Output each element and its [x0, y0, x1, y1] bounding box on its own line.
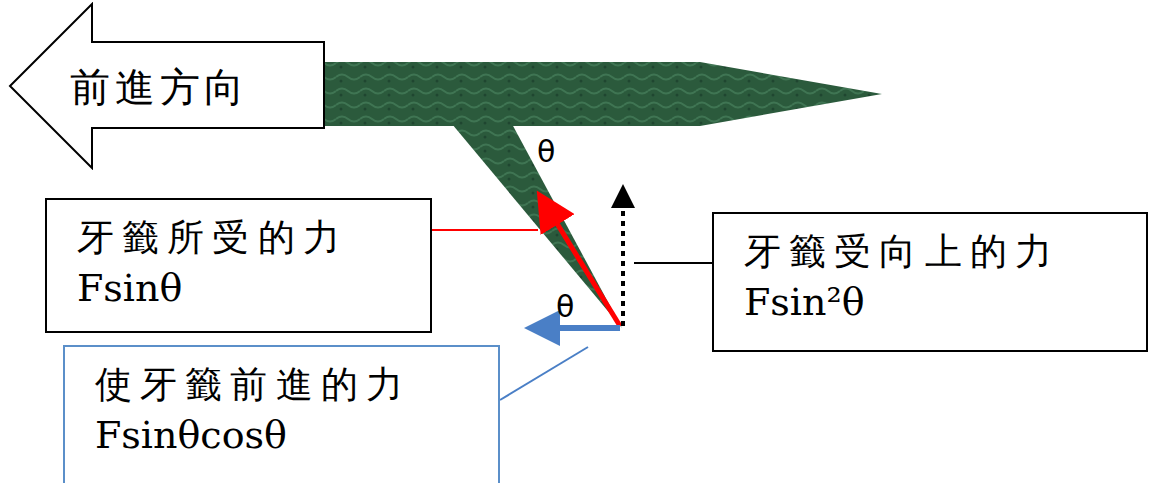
force-formula: Fsin²θ [744, 276, 1120, 329]
box-heading: 牙籤所受的力 [77, 214, 404, 262]
direction-arrow: 前進方向 [8, 2, 326, 170]
force-box: 牙籤所受的力Fsinθ [45, 198, 432, 333]
box-heading: 牙籤受向上的力 [744, 228, 1120, 276]
arrow-label: 前進方向 [70, 60, 249, 115]
angle-label: θ [537, 137, 555, 167]
upward-force-box: 牙籤受向上的力Fsin²θ [712, 212, 1148, 352]
forward-force-box: 使牙籤前進的力Fsinθcosθ [63, 345, 500, 483]
force-formula: Fsinθ [77, 262, 404, 315]
leader-line [432, 229, 538, 231]
leader-line [634, 262, 712, 264]
forward-arrow [536, 325, 620, 331]
upward-arrow [621, 192, 625, 326]
box-heading: 使牙籤前進的力 [95, 361, 472, 409]
leader-line [500, 347, 588, 400]
force-arrow [542, 199, 620, 326]
angle-label: θ [556, 292, 574, 322]
force-formula: Fsinθcosθ [95, 409, 472, 462]
